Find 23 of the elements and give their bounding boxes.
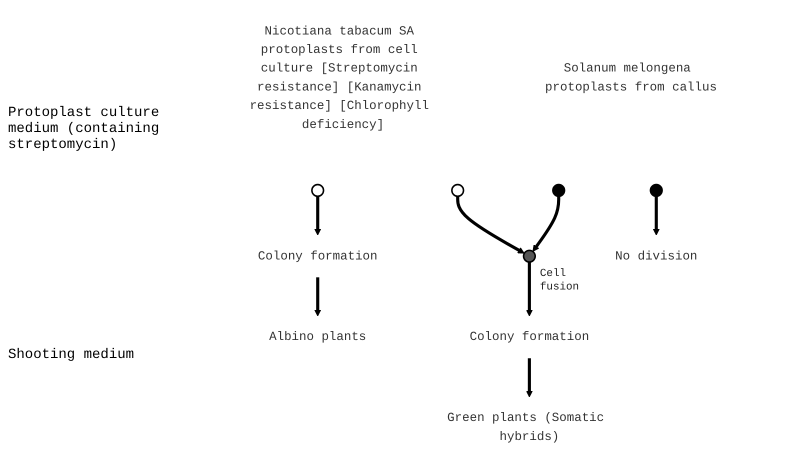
node-circle xyxy=(311,184,324,198)
node-text: Solanum melongena protoplasts from callus xyxy=(545,62,717,94)
node-circle xyxy=(451,184,464,198)
node-text: Green plants (Somatic hybrids) xyxy=(447,411,604,444)
arrow xyxy=(532,196,560,252)
node-text: Colony formation xyxy=(470,330,590,344)
node-text: Nicotiana tabacum SA protoplasts from cell culture [Streptomycin resistance] [Kanamycin resistance] [Chlorophyll deficiency] xyxy=(250,24,429,132)
arrow xyxy=(526,262,533,316)
arrow xyxy=(526,358,533,398)
node-circle xyxy=(650,184,663,198)
node-circle xyxy=(522,250,536,263)
side-note: Shooting medium xyxy=(8,347,136,363)
arrow xyxy=(314,277,322,316)
step-note: Cell fusion xyxy=(540,268,580,294)
arrow xyxy=(456,196,525,254)
arrow xyxy=(314,196,322,236)
arrow xyxy=(652,196,660,236)
flow-diagram: Nicotiana tabacum SA protoplasts from cell culture [Streptomycin resistance] [Kanamycin resistance] [Chlorophyll deficiency] Solanum melongena protoplasts from callus Cell fusion Colony formation Colony formation No division Albino plants Green plants (Somatic hybrids) xyxy=(170,4,804,464)
node-text: No division xyxy=(615,249,698,264)
node-text: Colony formation xyxy=(258,249,378,264)
node-circle xyxy=(552,184,566,198)
side-note: Protoplast culture medium (containing streptomycin) xyxy=(8,105,160,153)
node-text: Albino plants xyxy=(269,330,366,344)
